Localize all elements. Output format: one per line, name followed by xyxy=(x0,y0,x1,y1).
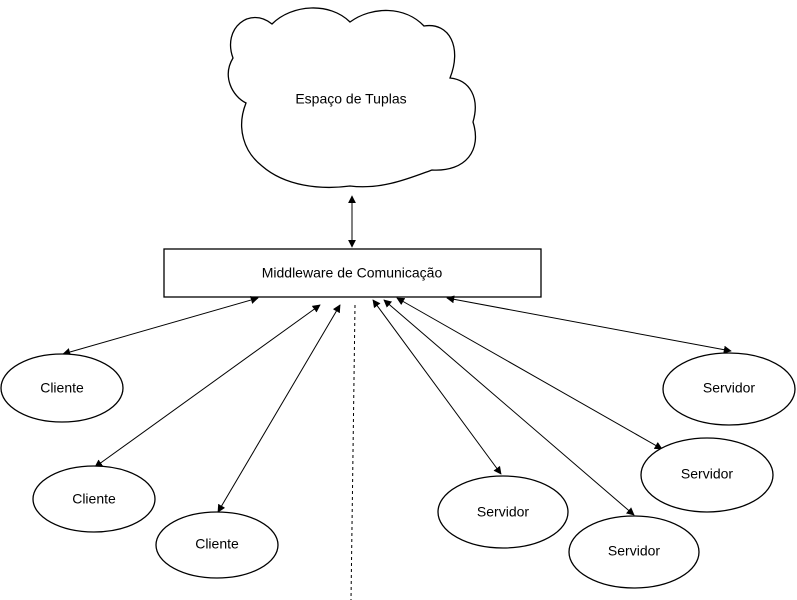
server-label: Servidor xyxy=(477,504,529,520)
edge-client-3 xyxy=(217,304,341,513)
cloud-shape xyxy=(227,7,477,189)
client-ellipse xyxy=(155,511,279,579)
client-node: Cliente xyxy=(155,511,279,579)
server-node: Servidor xyxy=(662,352,796,426)
server-node: Servidor xyxy=(568,515,700,589)
client-node: Cliente xyxy=(0,353,124,423)
server-ellipse xyxy=(568,515,700,589)
server-ellipse xyxy=(640,437,774,513)
client-label: Cliente xyxy=(72,491,116,507)
middleware-rect xyxy=(163,248,542,298)
edge-client-2 xyxy=(94,304,321,468)
server-label: Servidor xyxy=(608,543,660,559)
client-node: Cliente xyxy=(32,465,156,533)
client-ellipse xyxy=(0,353,124,423)
edge-server-3 xyxy=(396,297,663,450)
edge-client-1 xyxy=(62,296,259,356)
edge-server-4 xyxy=(446,295,732,354)
server-ellipse xyxy=(437,475,569,549)
server-ellipse xyxy=(662,352,796,426)
client-label: Cliente xyxy=(195,536,239,552)
server-node: Servidor xyxy=(437,475,569,549)
server-label: Servidor xyxy=(703,380,755,396)
middleware-label: Middleware de Comunicação xyxy=(262,265,443,281)
client-label: Cliente xyxy=(40,380,84,396)
edge-server-1 xyxy=(372,299,502,475)
client-server-divider xyxy=(350,304,356,600)
server-node: Servidor xyxy=(640,437,774,513)
client-ellipse xyxy=(32,465,156,533)
middleware-box: Middleware de Comunicação xyxy=(163,248,542,298)
tuple-space-label: Espaço de Tuplas xyxy=(295,91,406,107)
tuple-space-cloud: Espaço de Tuplas xyxy=(227,7,477,189)
server-label: Servidor xyxy=(681,466,733,482)
